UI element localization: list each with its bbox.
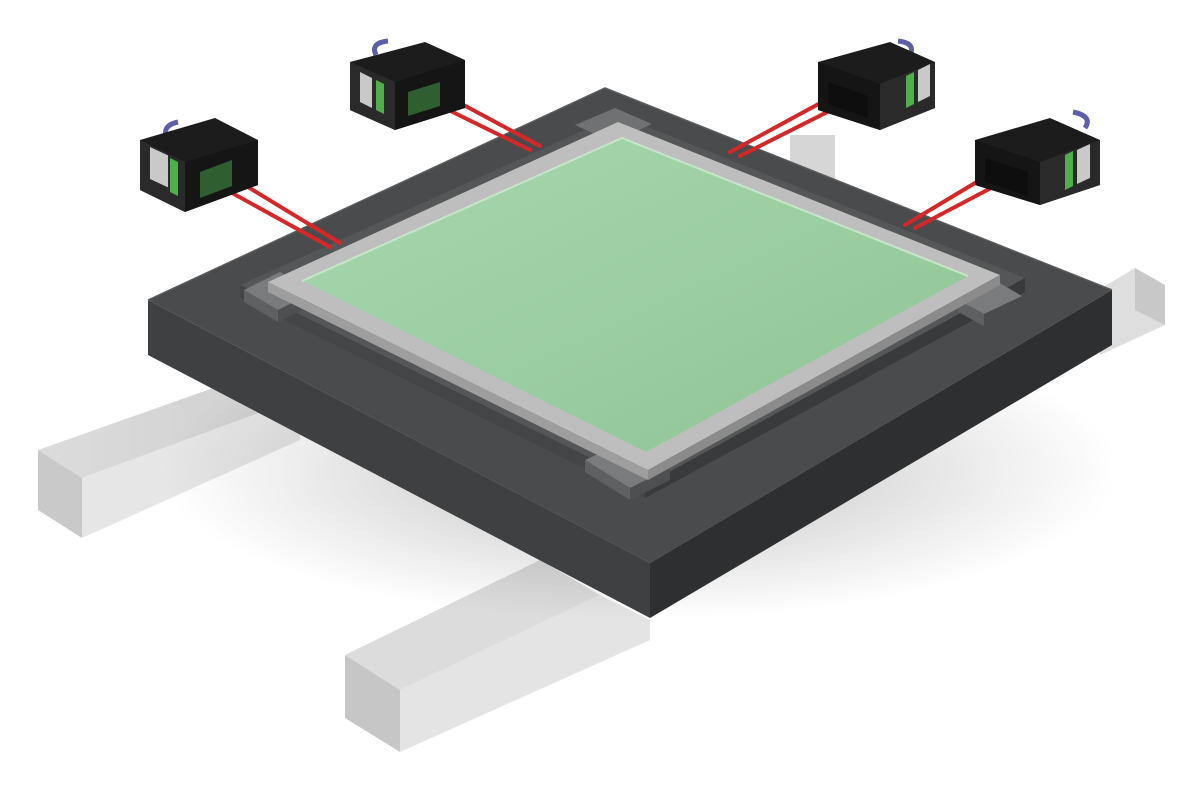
laser-sensor (818, 38, 935, 130)
laser-sensor (140, 118, 258, 212)
laser-sensor (350, 38, 465, 130)
laser-sensor (975, 109, 1100, 205)
corner-clamp (958, 282, 1022, 326)
glass-panel (301, 136, 969, 452)
